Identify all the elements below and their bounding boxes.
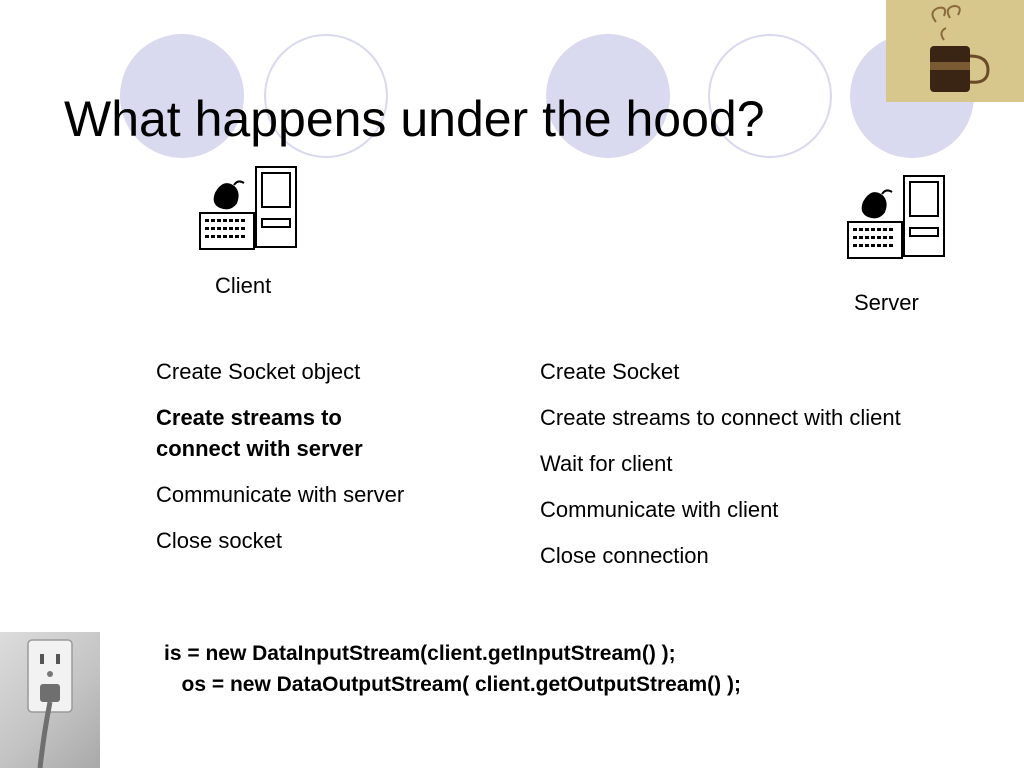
coffee-cup-image — [886, 0, 1024, 102]
code-line-input-stream: is = new DataInputStream(client.getInput… — [164, 642, 676, 665]
client-step-close-socket: Close socket — [156, 528, 282, 553]
server-step-communicate: Communicate with client — [540, 497, 779, 522]
decor-circle-1 — [120, 34, 244, 158]
decor-circle-4 — [708, 34, 832, 158]
code-line-output-stream: os = new DataOutputStream( client.getOut… — [164, 673, 741, 696]
server-step-close-connection: Close connection — [540, 543, 709, 568]
server-label: Server — [854, 290, 919, 315]
page-title: What happens under the hood? — [64, 91, 765, 147]
server-computer-icon — [844, 172, 948, 262]
server-step-create-socket: Create Socket — [540, 359, 680, 384]
server-step-create-streams: Create streams to connect with client — [540, 405, 901, 430]
client-step-communicate: Communicate with server — [156, 482, 405, 507]
decor-circle-2 — [264, 34, 388, 158]
client-label: Client — [215, 273, 272, 298]
client-computer-icon — [196, 163, 300, 253]
decor-circle-3 — [546, 34, 670, 158]
power-outlet-image — [0, 632, 100, 768]
code-block: is = new DataInputStream(client.getInput… — [164, 638, 741, 700]
server-step-wait: Wait for client — [540, 451, 673, 476]
client-step-create-socket: Create Socket object — [156, 359, 361, 384]
server-steps-list: Create Socket Create streams to connect … — [540, 356, 1010, 586]
